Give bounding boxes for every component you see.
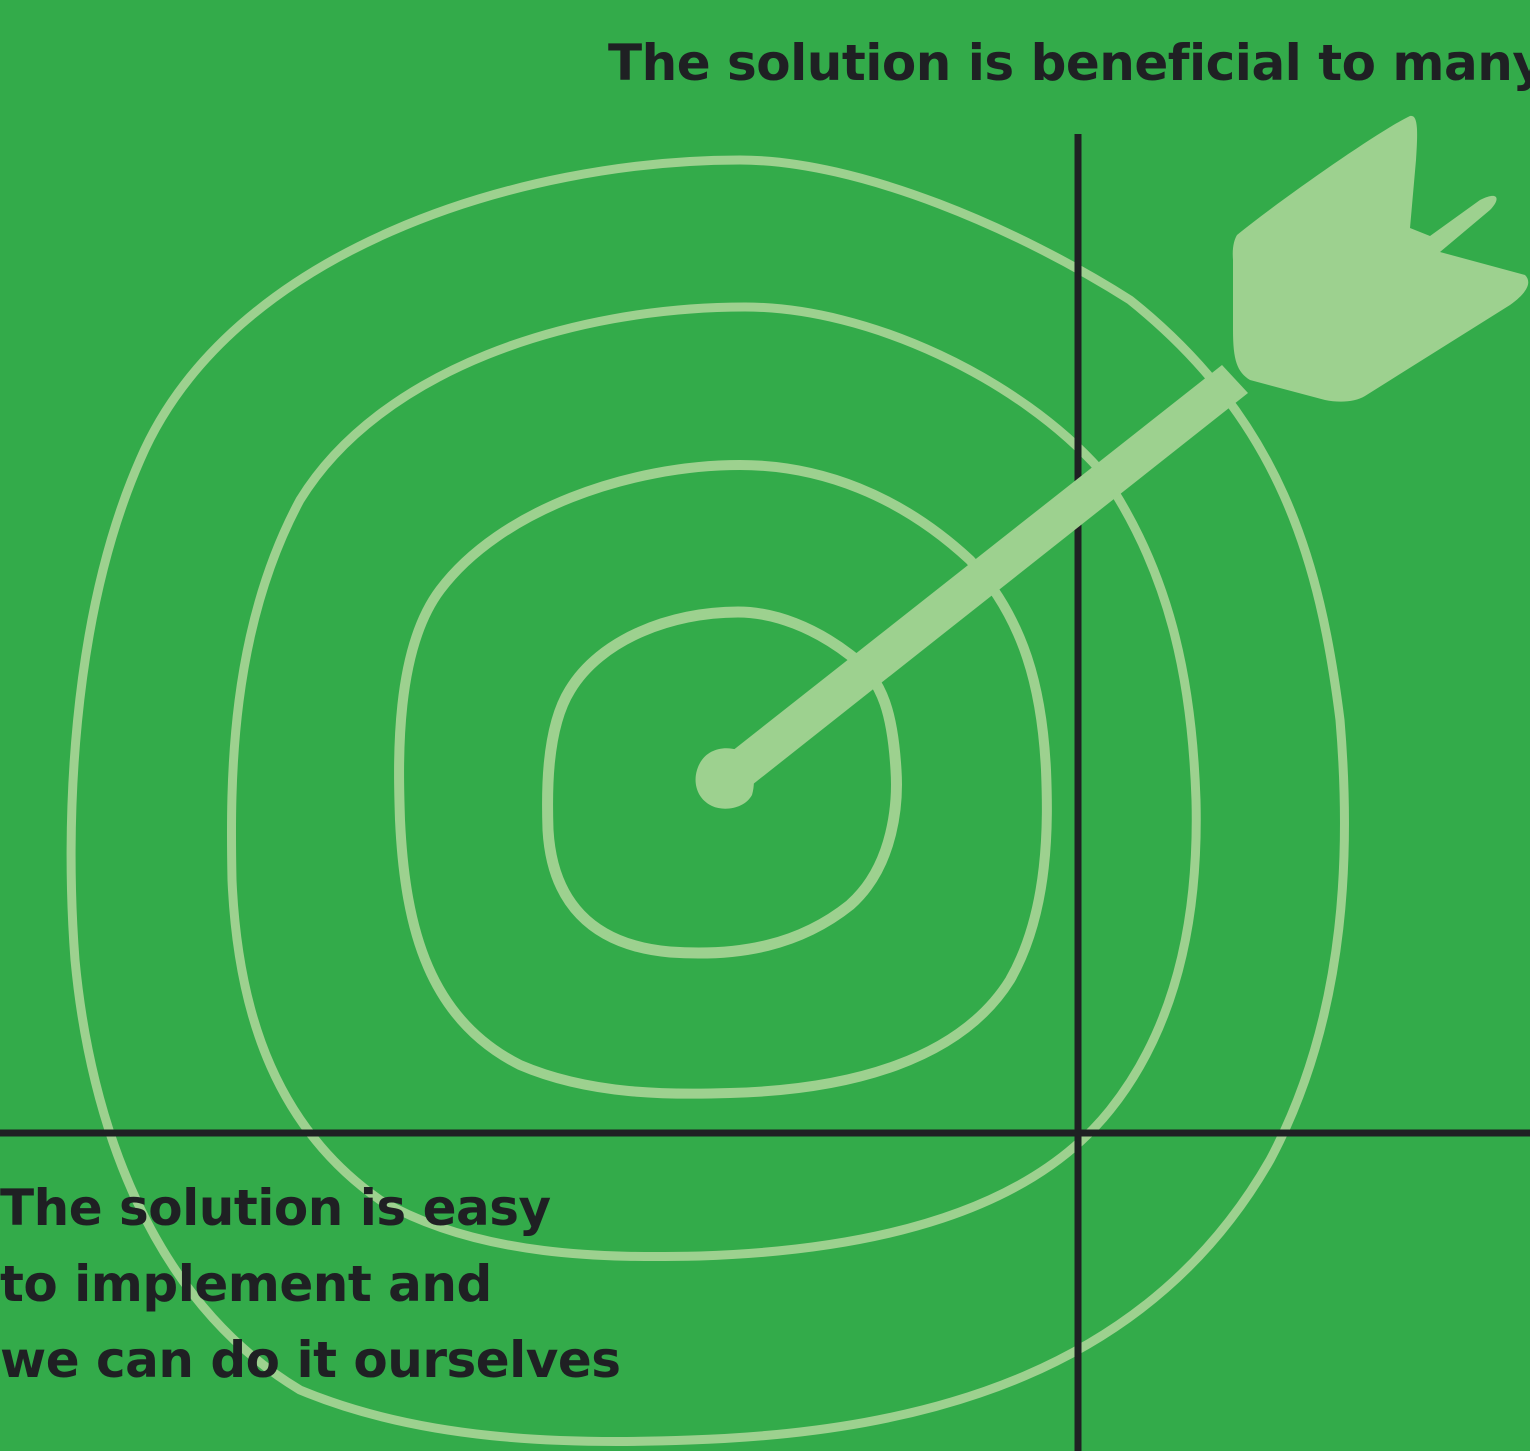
target-ring-3: [394, 460, 1052, 1099]
bottom-axis-label: The solution is easy to implement and we…: [0, 1170, 621, 1398]
arrow-tip: [695, 748, 754, 809]
target-ring-outer: [66, 155, 1350, 1447]
target-ring-2: [226, 302, 1201, 1262]
bottom-label-line-3: we can do it ourselves: [0, 1331, 621, 1389]
axes: [0, 134, 1530, 1451]
bottom-label-line-1: The solution is easy: [0, 1179, 551, 1237]
bottom-label-line-2: to implement and: [0, 1255, 492, 1313]
top-axis-label: The solution is beneficial to many: [608, 34, 1530, 92]
arrow-icon: [695, 115, 1529, 809]
arrow-fletching-main: [1232, 115, 1529, 402]
arrow-shaft: [727, 365, 1248, 785]
